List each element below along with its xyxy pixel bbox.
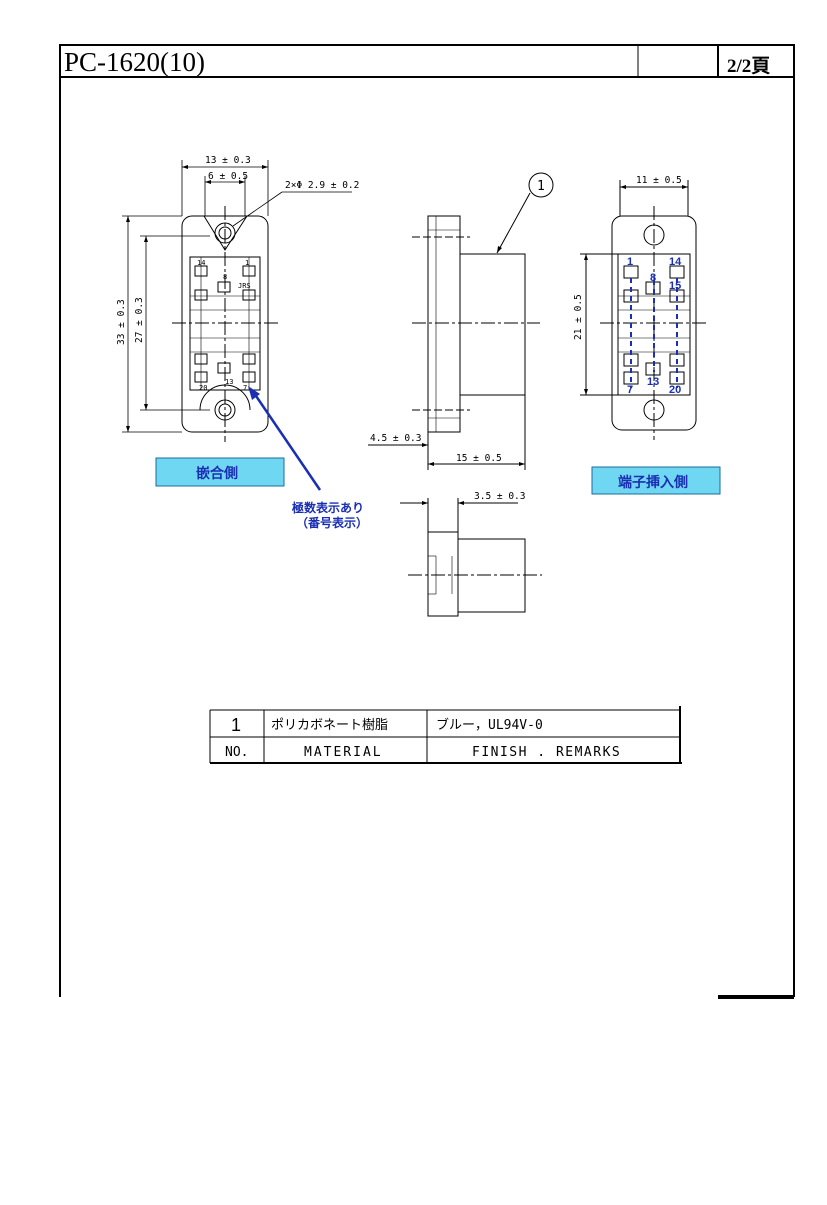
dim-width-6: 6 ± 0.5 (208, 171, 248, 182)
note-arrow (248, 386, 322, 491)
dim-rear-11: 11 ± 0.5 (636, 175, 682, 186)
mating-side-label: 嵌合側 (196, 465, 238, 482)
front-arrowheads (126, 165, 268, 432)
table-row-remarks: ブルー，UL94V-0 (436, 717, 543, 733)
rear-pin-label: 8 (650, 272, 656, 284)
parts-table (209, 706, 682, 764)
bottom-view (400, 498, 542, 617)
front-pin-label: JRS (238, 282, 251, 290)
dim-side-15: 15 ± 0.5 (456, 453, 502, 464)
rear-pin-label: 14 (669, 256, 682, 268)
table-header-no: NO. (225, 745, 248, 760)
front-pin-label: 1 (245, 259, 249, 267)
rear-view (580, 180, 708, 440)
front-pin-label: 20 (199, 384, 207, 392)
terminal-side-box (591, 466, 721, 495)
front-pin-label: 7 (243, 384, 247, 392)
dim-side-4-5: 4.5 ± 0.3 (370, 433, 421, 444)
front-dimensions (122, 160, 352, 433)
bottom-arrowheads (422, 501, 464, 505)
table-row-no: 1 (231, 715, 241, 735)
rear-pin-label: 15 (669, 280, 681, 292)
dim-height-27: 27 ± 0.3 (134, 297, 145, 343)
frame (59, 44, 795, 999)
dim-hole: 2×Φ 2.9 ± 0.2 (285, 180, 359, 191)
front-view (172, 206, 278, 442)
dim-width-13: 13 ± 0.3 (205, 155, 251, 166)
dim-rear-21: 21 ± 0.5 (573, 294, 584, 340)
rear-pin-dashes (630, 278, 678, 388)
dim-side-3-5: 3.5 ± 0.3 (474, 491, 525, 502)
rear-pin-label: 13 (647, 376, 659, 388)
table-header-material: MATERIAL (304, 745, 383, 760)
rear-pin-label: 1 (627, 256, 633, 268)
table-row-material: ポリカボネート樹脂 (271, 718, 388, 733)
rear-arrowheads (584, 185, 688, 395)
front-pin-label: 13 (225, 378, 233, 386)
side-view (368, 172, 554, 470)
drawing-title: PC-1620(10) (64, 47, 205, 77)
note-line-1: 極数表示あり (292, 500, 364, 515)
mating-side-box (155, 457, 285, 487)
table-header-remarks: FINISH . REMARKS (472, 745, 621, 760)
dim-height-33: 33 ± 0.3 (116, 299, 127, 345)
rear-pin-label: 7 (627, 384, 633, 396)
terminal-side-label: 端子挿入側 (618, 474, 688, 491)
page-number: 2/2頁 (727, 56, 770, 77)
callout-balloon: 1 (537, 179, 545, 194)
side-arrowheads (422, 246, 525, 466)
front-pin-label: 14 (197, 259, 205, 267)
front-pin-label: 8 (223, 273, 227, 281)
note-line-2: （番号表示） (296, 515, 368, 530)
rear-pin-label: 20 (669, 384, 681, 396)
